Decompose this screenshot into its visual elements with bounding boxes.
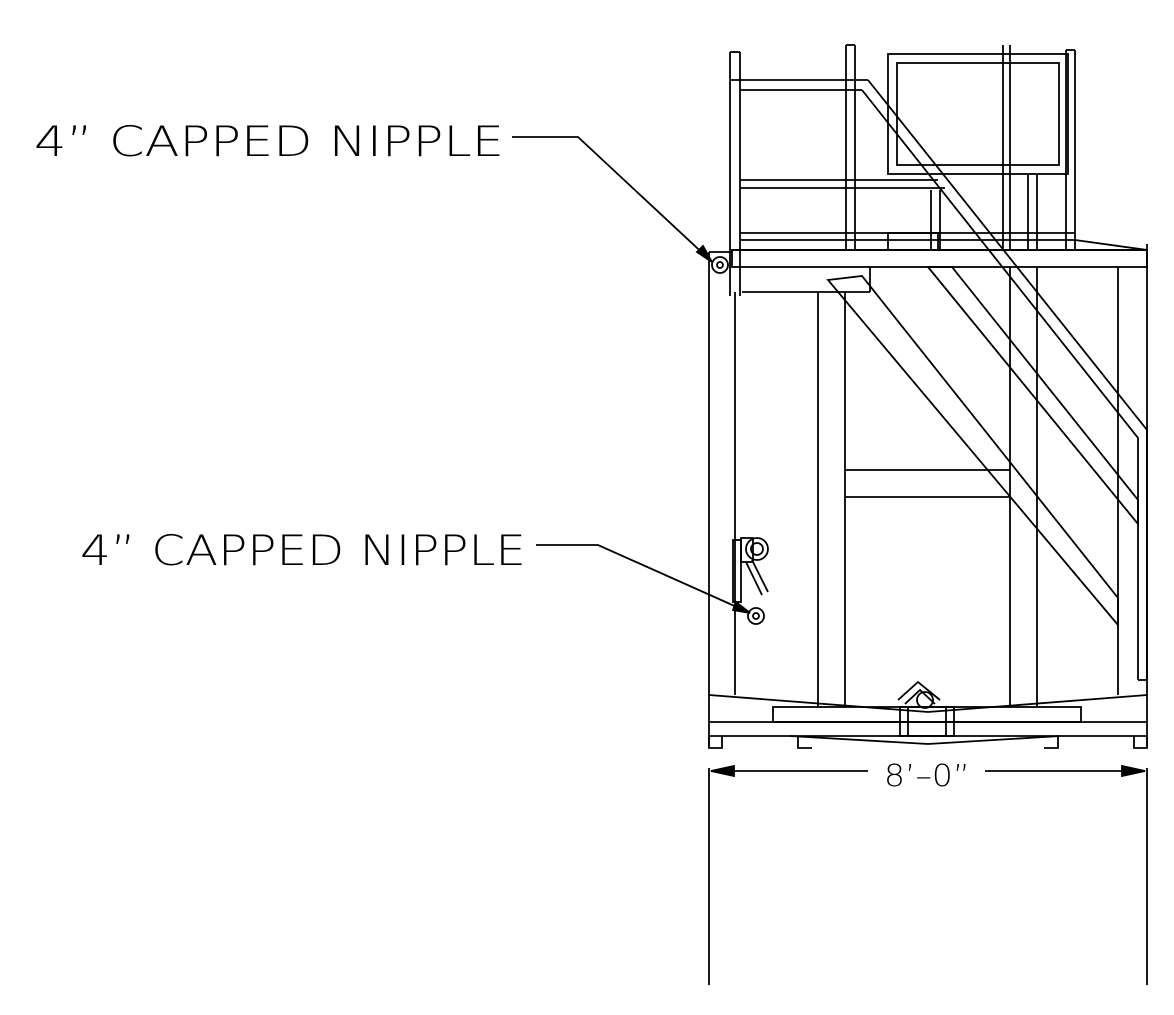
side-valve <box>732 537 769 603</box>
dimension-line <box>708 764 1148 985</box>
callout-top-label: 4” CAPPED NIPPLE <box>34 117 504 166</box>
handrail <box>729 44 1148 681</box>
capped-nipple-top <box>711 256 729 274</box>
dimension-label: 8’–0” <box>884 759 970 794</box>
callout-bottom-label: 4” CAPPED NIPPLE <box>80 526 526 575</box>
capped-nipple-bottom <box>747 607 765 625</box>
